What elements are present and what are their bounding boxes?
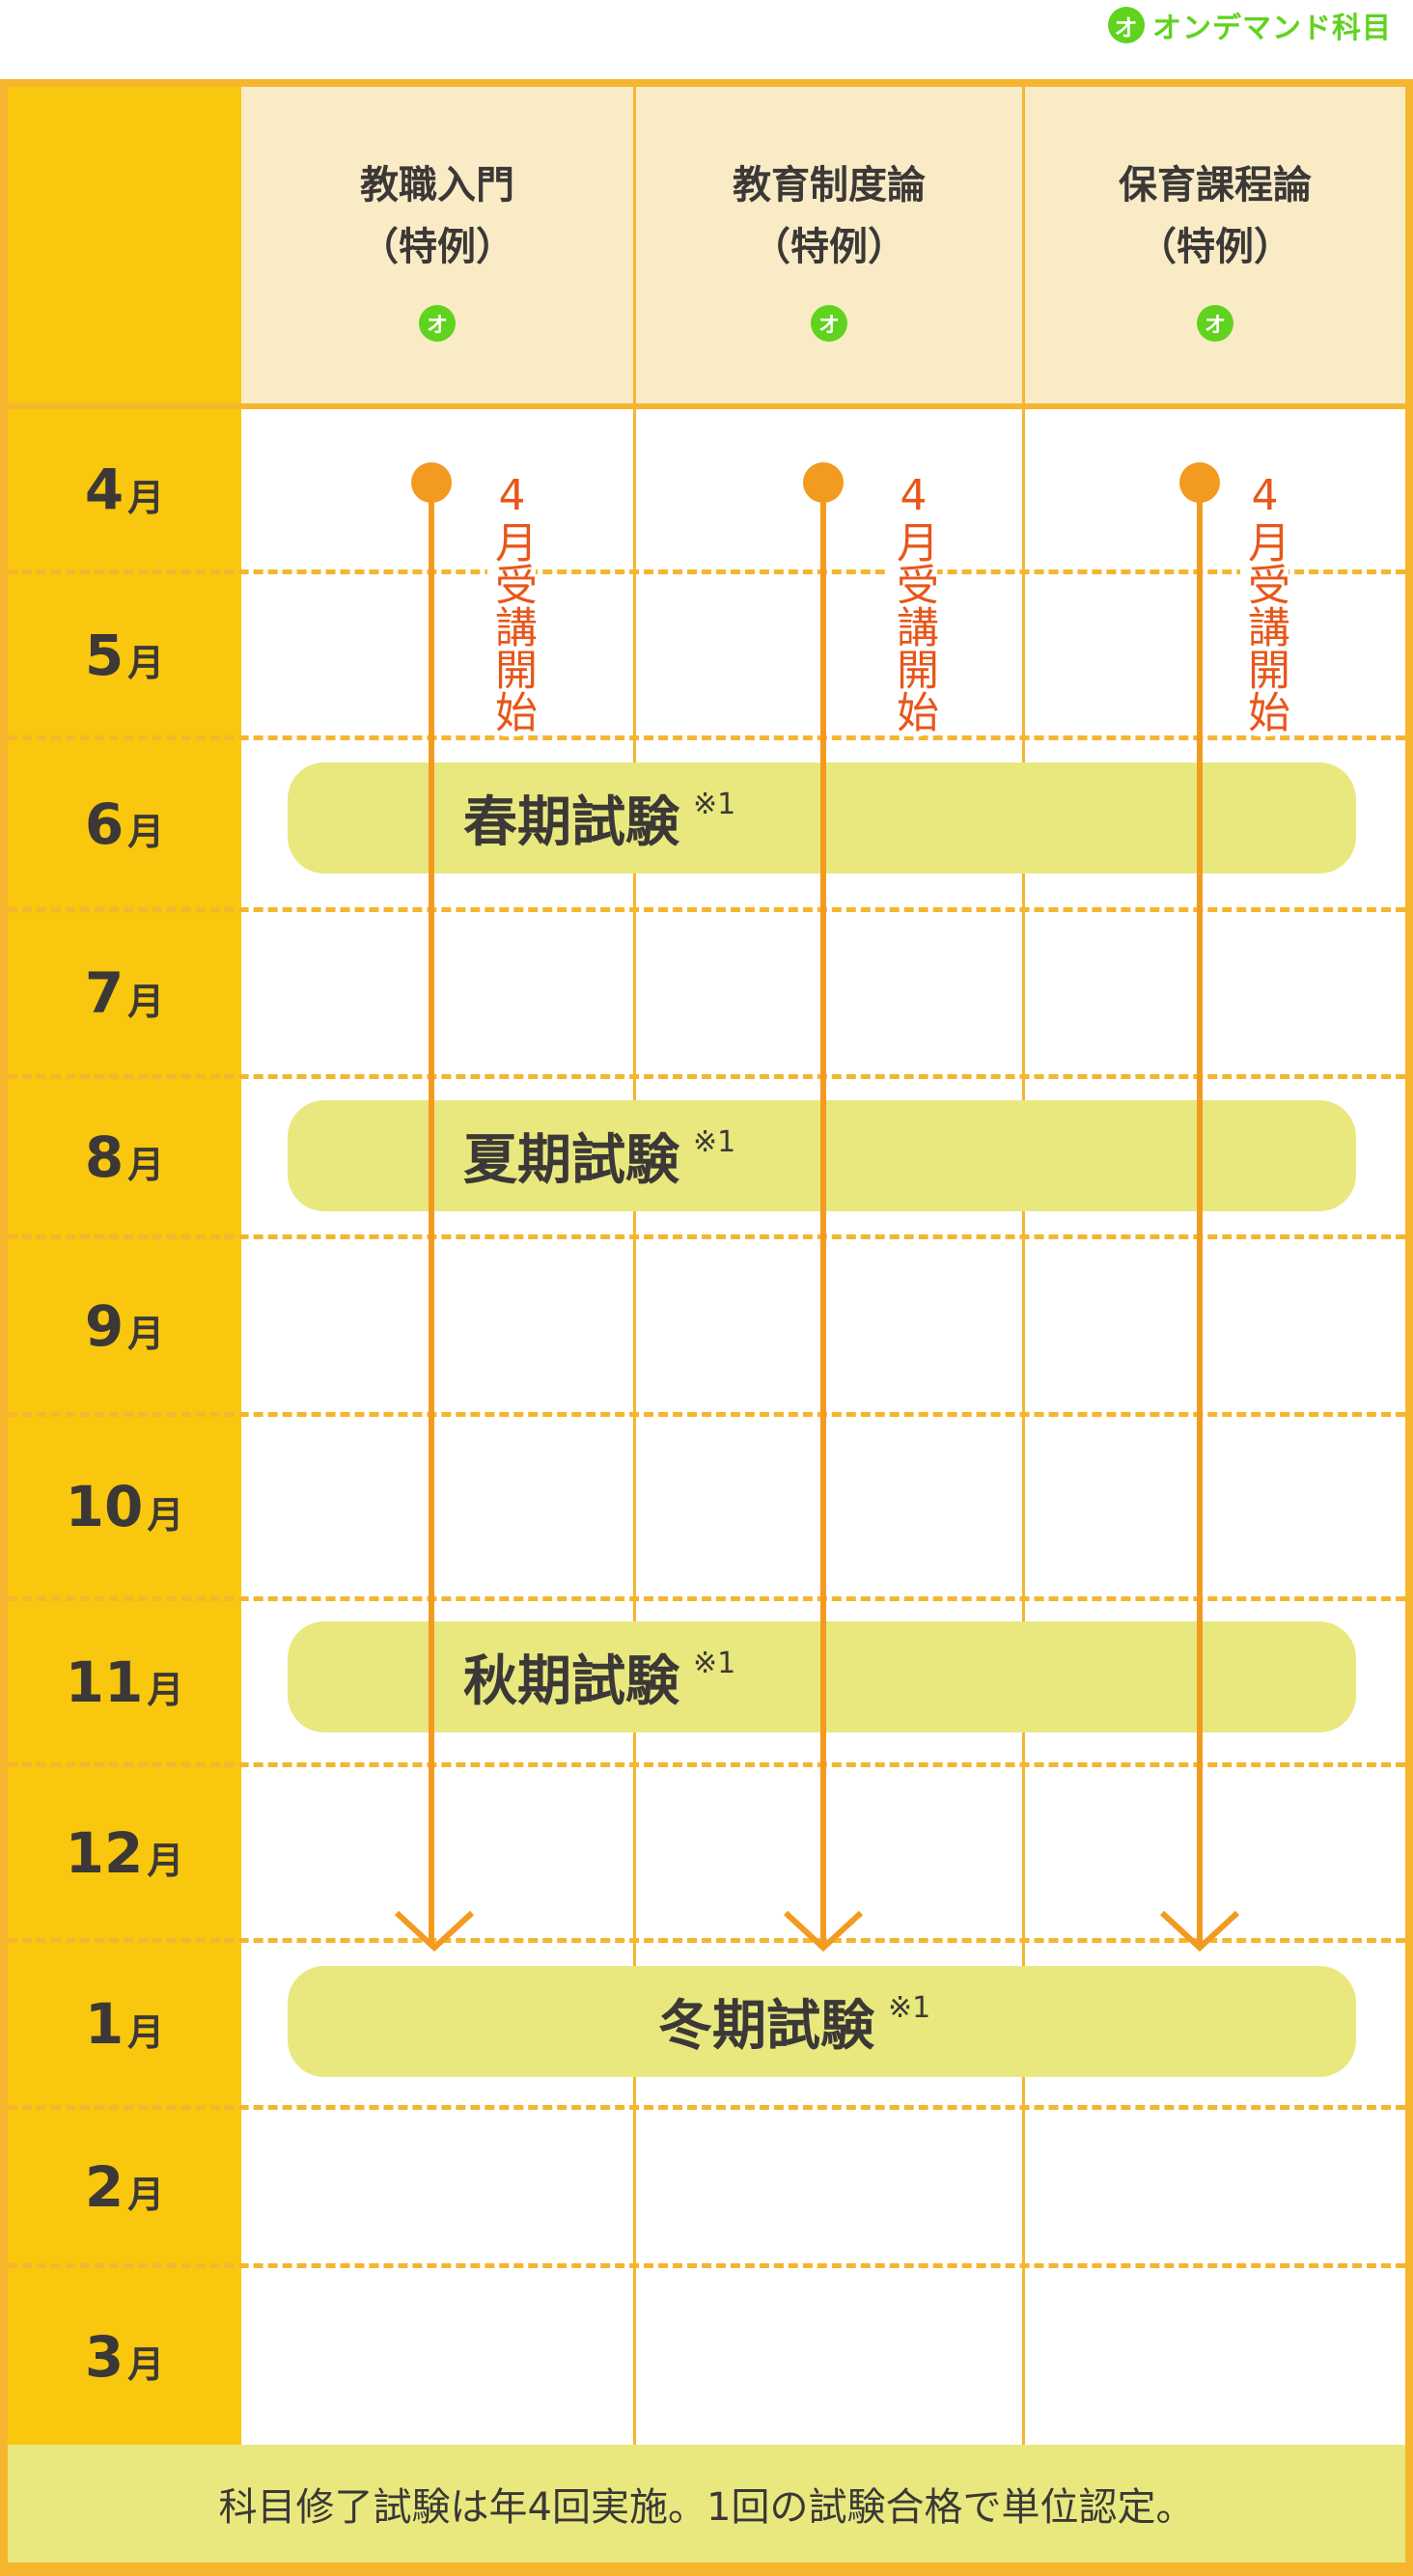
- column-subtitle: （特例）: [1138, 225, 1292, 269]
- month-column: [8, 87, 241, 2445]
- timeline-line: [820, 483, 826, 1946]
- on-demand-badge-icon: オ: [419, 305, 456, 342]
- month-separator: [8, 2263, 1405, 2268]
- start-label: 4月受講開始: [889, 467, 938, 736]
- exam-label: 春期試験: [463, 791, 679, 854]
- legend-on-demand: オ オンデマンド科目: [1108, 4, 1392, 46]
- column-title: 教育制度論: [733, 163, 926, 208]
- month-separator: [8, 1074, 1405, 1079]
- start-label: 4月受講開始: [487, 467, 537, 736]
- on-demand-badge-icon: オ: [1108, 7, 1145, 43]
- month-separator: [8, 1234, 1405, 1239]
- month-separator: [8, 735, 1405, 740]
- column-header-kyoiku-seidoron: 教育制度論 （特例） オ: [636, 87, 1022, 403]
- exam-bar-winter: 冬期試験 ※1: [288, 1966, 1356, 2077]
- month-separator: [8, 569, 1405, 574]
- arrow-down-icon: [783, 1910, 864, 1953]
- timeline-line: [429, 483, 434, 1946]
- month-separator: [8, 1938, 1405, 1943]
- column-subtitle: （特例）: [360, 225, 514, 269]
- start-dot-icon: [411, 462, 452, 503]
- column-header-kyoshoku-nyumon: 教職入門 （特例） オ: [241, 87, 633, 403]
- header-divider: [8, 403, 1405, 409]
- month-separator: [8, 1596, 1405, 1601]
- footer-note: 科目修了試験は年4回実施。1回の試験合格で単位認定。: [8, 2445, 1405, 2562]
- start-label: 4月受講開始: [1240, 467, 1289, 736]
- arrow-down-icon: [1159, 1910, 1240, 1953]
- start-dot-icon: [1179, 462, 1220, 503]
- exam-label: 夏期試験: [463, 1129, 679, 1192]
- exam-label: 秋期試験: [463, 1650, 679, 1713]
- arrow-down-icon: [394, 1910, 475, 1953]
- exam-label: 冬期試験: [658, 1995, 874, 2058]
- month-separator: [8, 907, 1405, 912]
- exam-note: ※1: [693, 1125, 736, 1159]
- exam-note: ※1: [888, 1991, 931, 2025]
- exam-note: ※1: [693, 788, 736, 821]
- column-title: 保育課程論: [1119, 163, 1312, 208]
- timeline-line: [1197, 483, 1203, 1946]
- column-header-hoiku-kateiron: 保育課程論 （特例） オ: [1025, 87, 1405, 403]
- column-title: 教職入門: [360, 163, 514, 208]
- header-row: [241, 87, 1405, 403]
- on-demand-badge-icon: オ: [1197, 305, 1233, 342]
- month-separator: [8, 1412, 1405, 1417]
- exam-note: ※1: [693, 1647, 736, 1680]
- column-subtitle: （特例）: [752, 225, 906, 269]
- start-dot-icon: [803, 462, 844, 503]
- column-divider: [633, 87, 636, 2445]
- on-demand-badge-icon: オ: [811, 305, 847, 342]
- month-separator: [8, 2105, 1405, 2110]
- legend-label: オンデマンド科目: [1152, 12, 1392, 45]
- month-separator: [8, 1762, 1405, 1767]
- column-divider: [1022, 87, 1025, 2445]
